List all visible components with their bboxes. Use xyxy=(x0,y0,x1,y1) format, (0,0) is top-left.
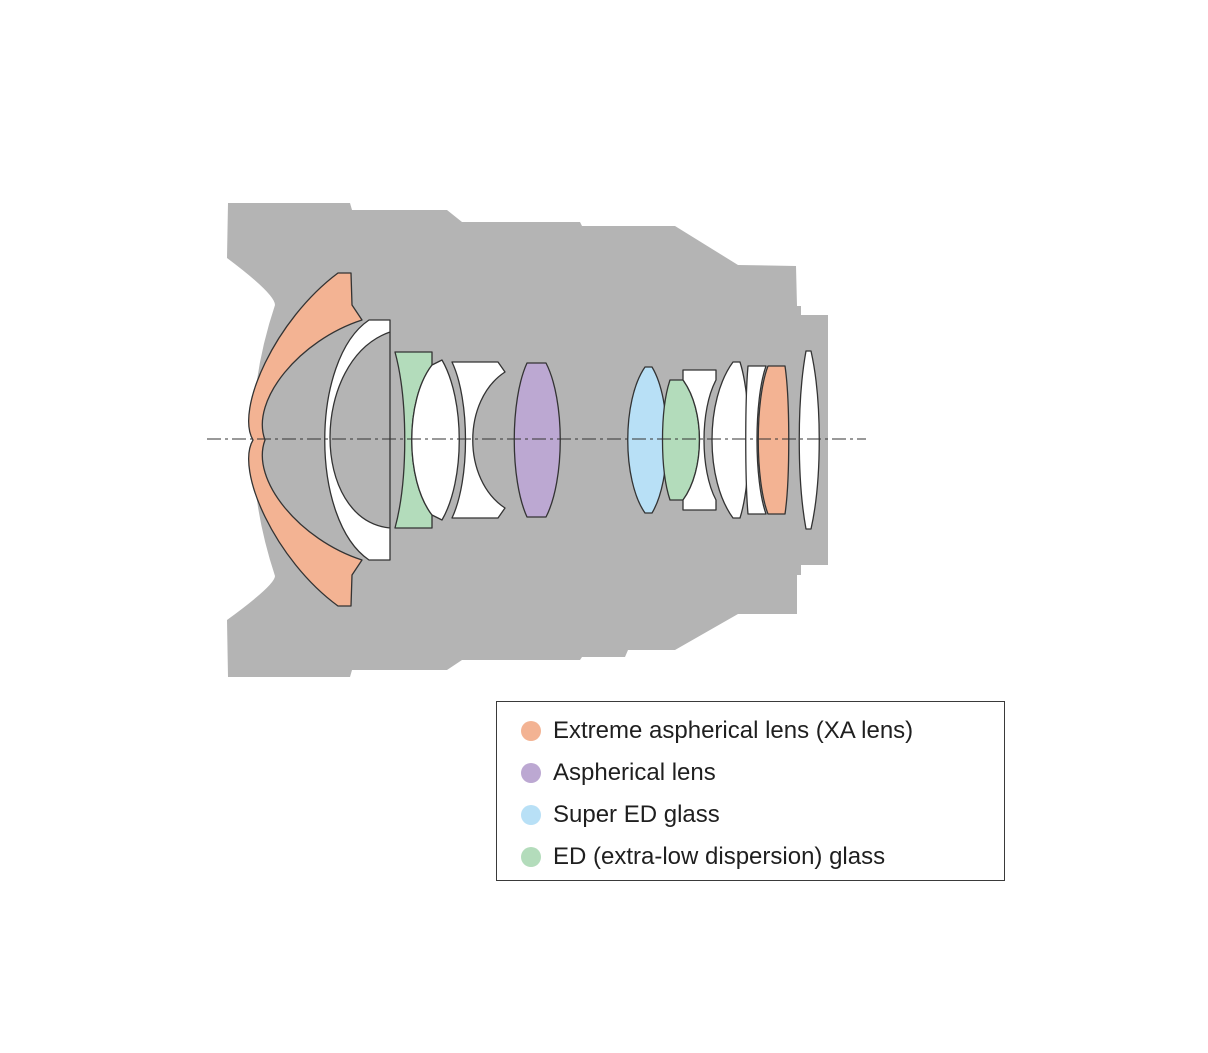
xa-lens-swatch-icon xyxy=(521,721,541,741)
lens-element-5 xyxy=(451,361,506,519)
lens-xa-front-element xyxy=(248,272,363,607)
lens-element-13 xyxy=(798,350,820,530)
legend-label: Aspherical lens xyxy=(553,759,716,786)
lens-element-2 xyxy=(324,319,391,561)
legend-label: Super ED glass xyxy=(553,801,720,828)
lens-aspherical-element-6 xyxy=(513,362,561,518)
legend-item-ed-glass: ED (extra-low dispersion) glass xyxy=(521,842,885,872)
super-ed-glass-swatch-icon xyxy=(521,805,541,825)
legend-box: Extreme aspherical lens (XA lens) Aspher… xyxy=(496,701,1005,881)
lens-element-9 xyxy=(682,369,717,511)
legend-item-aspherical-lens: Aspherical lens xyxy=(521,758,716,788)
lens-element-4 xyxy=(411,359,460,521)
lens-super-ed-element-7 xyxy=(627,366,668,514)
lens-xa-rear-element xyxy=(757,365,790,515)
ed-glass-swatch-icon xyxy=(521,847,541,867)
legend-label: Extreme aspherical lens (XA lens) xyxy=(553,717,914,744)
legend-item-xa-lens: Extreme aspherical lens (XA lens) xyxy=(521,716,913,746)
legend-label: ED (extra-low dispersion) glass xyxy=(553,843,886,870)
legend-item-super-ed-glass: Super ED glass xyxy=(521,800,720,830)
aspherical-lens-swatch-icon xyxy=(521,763,541,783)
lens-element-11 xyxy=(745,365,767,515)
